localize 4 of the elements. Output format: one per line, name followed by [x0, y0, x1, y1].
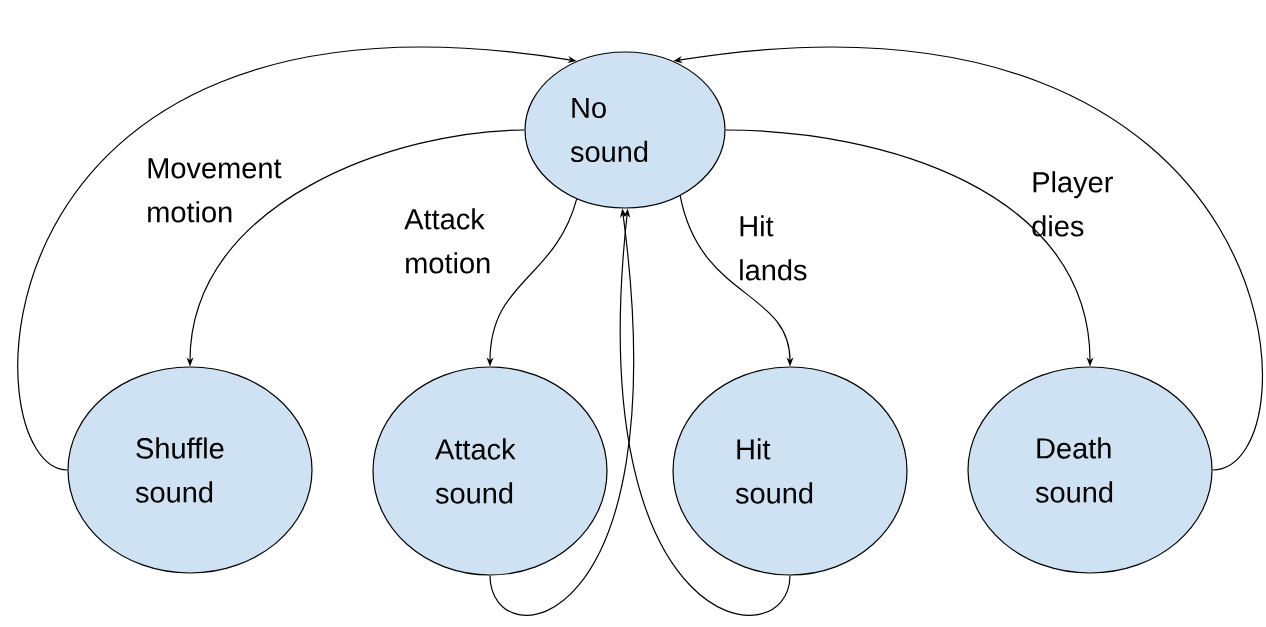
edge-label: Hit lands — [740, 215, 807, 281]
edge-label: Movement motion — [148, 158, 282, 223]
edge-label: Player dies — [1032, 171, 1113, 237]
edge-label: Attack motion — [404, 208, 490, 274]
